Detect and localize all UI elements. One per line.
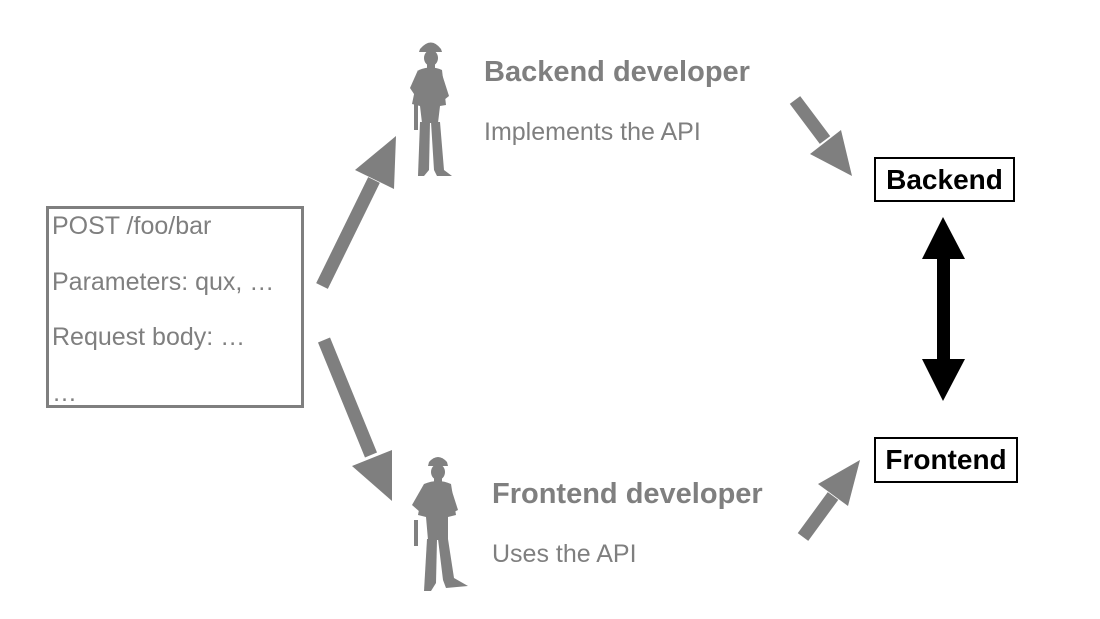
spec-line-parameters: Parameters: qux, …: [52, 268, 275, 296]
frontend-node: Frontend: [874, 437, 1018, 483]
backend-node: Backend: [874, 157, 1015, 202]
frontend-developer-description: Uses the API: [492, 540, 637, 568]
construction-worker-icon: [412, 457, 468, 591]
spec-line-ellipsis: …: [52, 379, 77, 407]
arrow-backend-frontend-bidirectional: [922, 217, 965, 401]
spec-line-request-body: Request body: …: [52, 323, 246, 351]
backend-developer-description: Implements the API: [484, 118, 701, 146]
spec-line-endpoint: POST /foo/bar: [52, 212, 212, 240]
api-spec-box: [46, 206, 304, 408]
backend-developer-title: Backend developer: [484, 56, 750, 88]
arrow-frontend-developer-to-frontend: [797, 460, 860, 541]
construction-worker-icon: [410, 42, 452, 176]
arrow-backend-developer-to-backend: [789, 96, 852, 176]
frontend-developer-title: Frontend developer: [492, 478, 763, 510]
arrow-spec-to-frontend-developer: [317, 337, 392, 501]
arrow-spec-to-backend-developer: [316, 136, 396, 289]
